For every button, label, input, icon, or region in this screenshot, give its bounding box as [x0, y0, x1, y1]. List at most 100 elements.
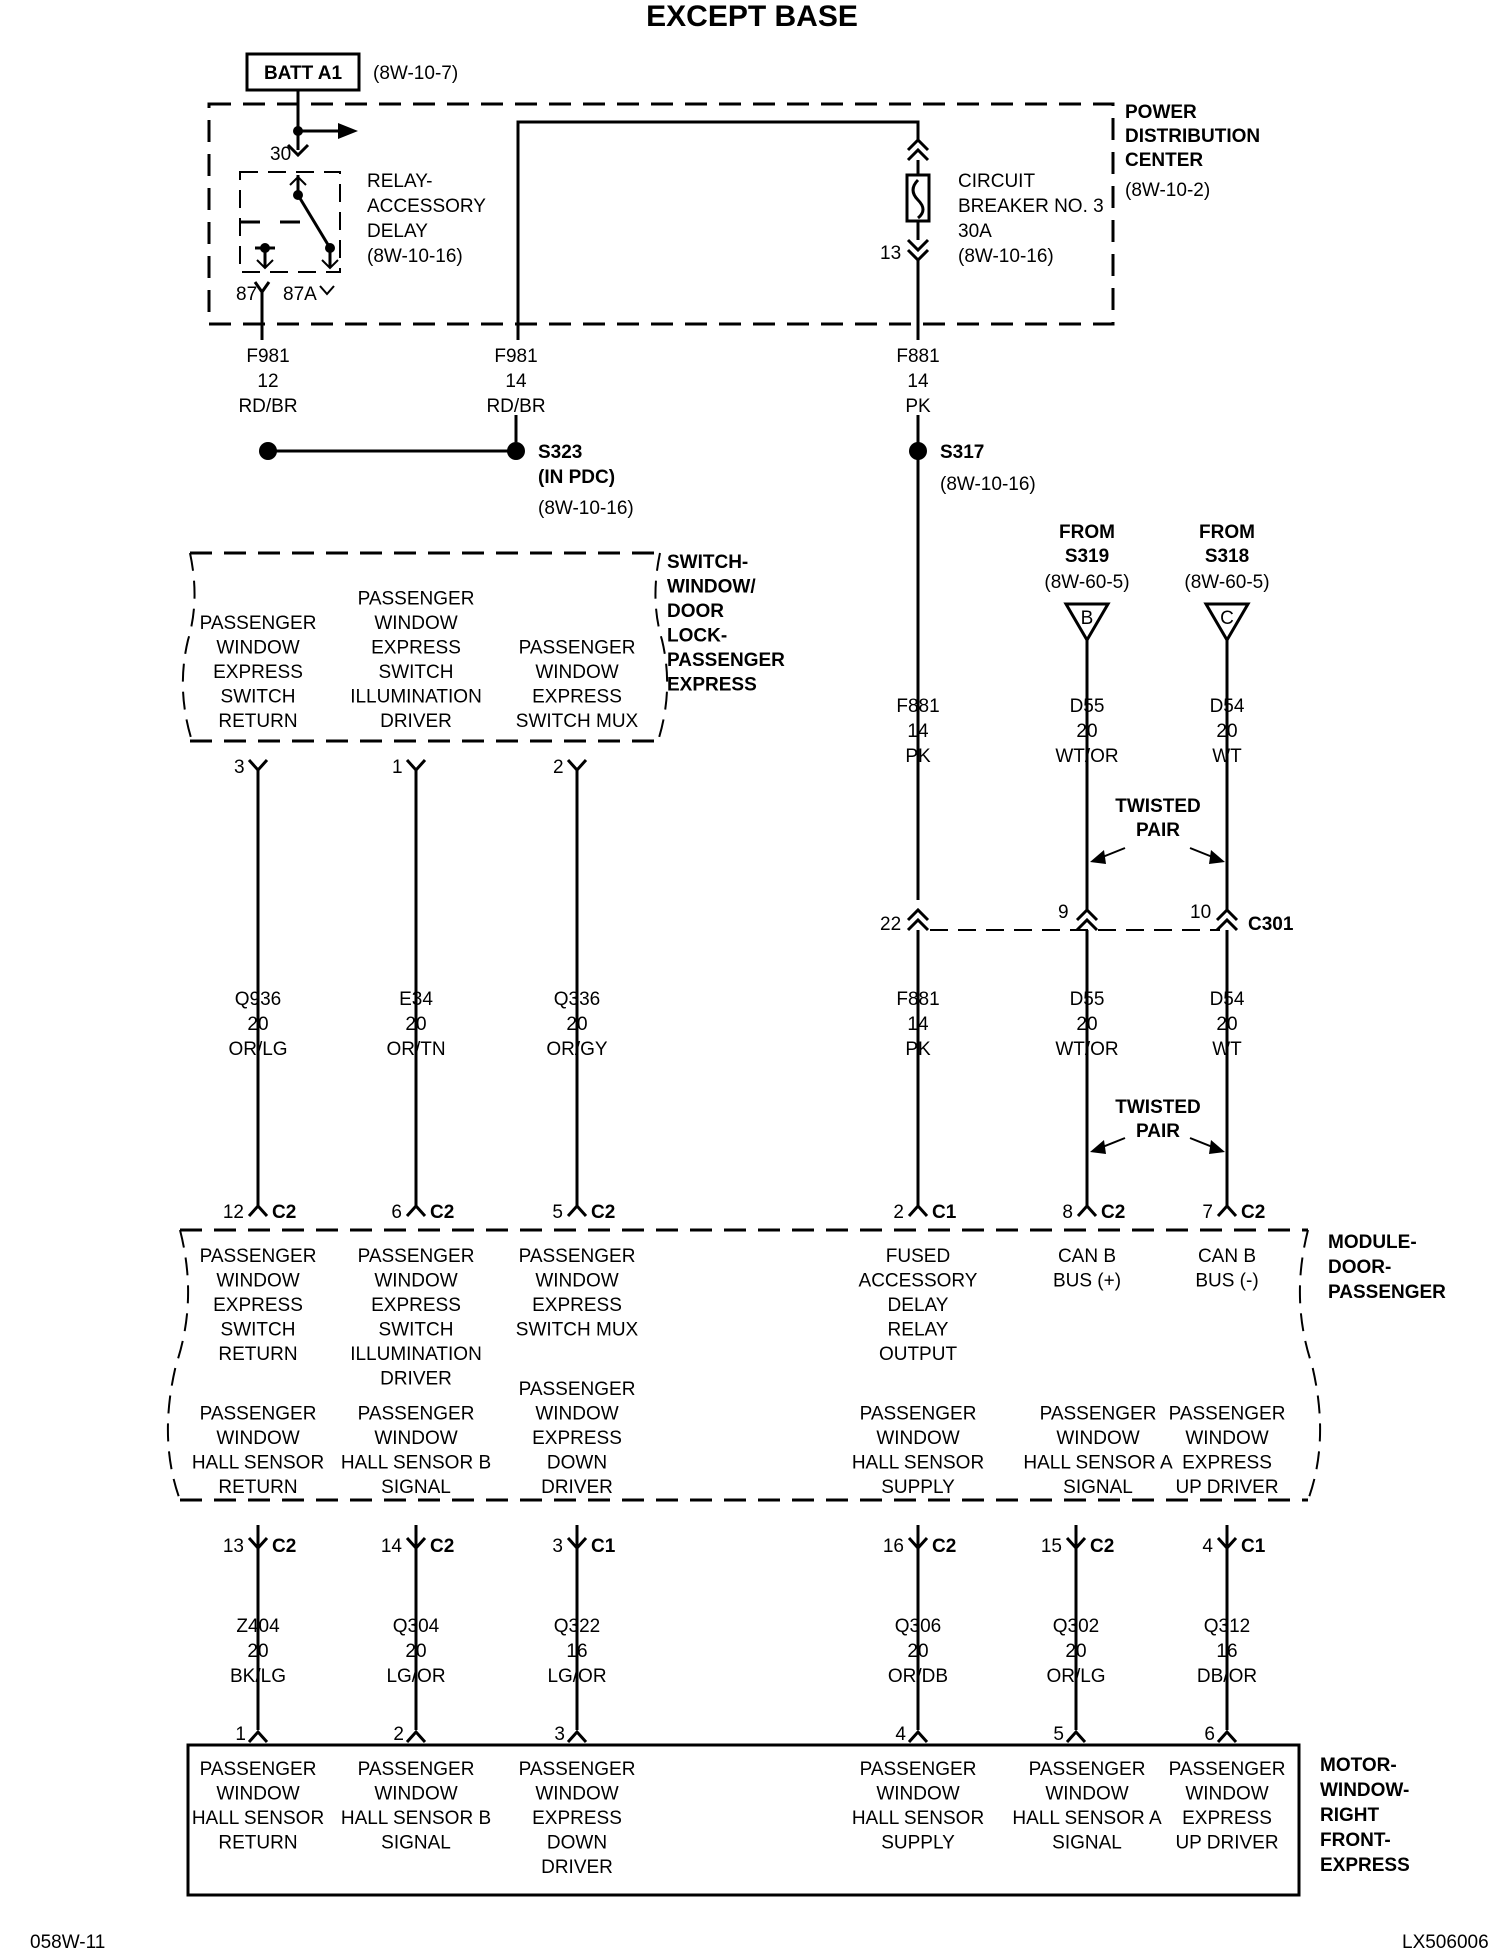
module-connector-name: C2: [591, 1202, 615, 1223]
module-connector-name: C2: [272, 1536, 296, 1557]
c301-pin-22: 22: [880, 914, 901, 935]
module-pin-label: SIGNAL: [381, 1477, 451, 1498]
motor-box: [186, 1743, 1301, 1897]
wire-label-line: Q936: [235, 989, 281, 1010]
breaker-label-line: 30A: [958, 221, 992, 242]
module-pin-label: UP DRIVER: [1175, 1477, 1278, 1498]
from-splice: S318: [1205, 546, 1249, 567]
motor-pin-label: RETURN: [218, 1833, 297, 1854]
wire-label-line: D54: [1210, 696, 1245, 717]
module-pin-number: 3: [552, 1536, 563, 1557]
pdc-label-line: CENTER: [1125, 150, 1203, 171]
pin-symbol-male: [566, 1729, 588, 1744]
module-name-line: PASSENGER: [1328, 1282, 1446, 1303]
from-label: FROM: [1199, 522, 1255, 543]
motor-pin-label: DOWN: [547, 1833, 607, 1854]
wire-label-line: RD/BR: [486, 396, 545, 417]
pin-symbol-female: [405, 758, 427, 773]
wire-label-line: 20: [1076, 1014, 1097, 1035]
twisted-pair-arrows-lower: [1090, 1137, 1225, 1154]
from-ref: (8W-60-5): [1044, 572, 1129, 593]
low-wire-labels: Z40420BK/LGQ30420LG/ORQ32216LG/ORQ30620O…: [230, 1616, 1257, 1687]
wire-label-line: PK: [905, 1039, 931, 1060]
module-pin-label: HALL SENSOR B: [341, 1453, 491, 1474]
batt-label: BATT A1: [264, 63, 343, 84]
wire-label-line: 14: [907, 371, 929, 392]
switch-cell-line: EXPRESS: [532, 687, 622, 708]
wire-label-line: 20: [247, 1641, 268, 1662]
module-connector-name: C1: [932, 1202, 957, 1223]
motor-pin-label: HALL SENSOR: [852, 1808, 984, 1829]
switch-cell-line: SWITCH: [221, 687, 296, 708]
pin-symbol-female: [247, 758, 269, 773]
module-pin-label: HALL SENSOR A: [1023, 1453, 1173, 1474]
pin-symbol-male: [907, 1203, 929, 1218]
wire-label-line: Q304: [393, 1616, 440, 1637]
splice-s323-dot: [507, 442, 525, 460]
module-pin-label: EXPRESS: [532, 1295, 622, 1316]
module-pin-label: WINDOW: [374, 1271, 457, 1292]
splice-s323-label: S323(IN PDC)(8W-10-16): [538, 442, 634, 519]
twisted-pair-line: PAIR: [1136, 820, 1180, 841]
relay-pin-87: 87: [236, 284, 257, 305]
switch-name-line: WINDOW/: [667, 577, 756, 598]
pin-symbol-female: [566, 758, 588, 773]
motor-pin-label: EXPRESS: [1182, 1808, 1272, 1829]
wire-label-line: OR/TN: [386, 1039, 445, 1060]
module-pin-label: EXPRESS: [532, 1428, 622, 1449]
from-splice: S319: [1065, 546, 1109, 567]
module-pin-label: PASSENGER: [860, 1404, 977, 1425]
module-pin-label: HALL SENSOR: [192, 1453, 324, 1474]
motor-name-line: RIGHT: [1320, 1805, 1380, 1826]
relay-pin-30: 30: [270, 144, 291, 165]
switch-to-module-wires: [256, 770, 1229, 1206]
switch-name-line: SWITCH-: [667, 552, 748, 573]
pin-symbol-male: [1216, 1729, 1238, 1744]
module-pin-label: RELAY: [888, 1320, 949, 1341]
motor-name-line: FRONT-: [1320, 1830, 1391, 1851]
wire-label-line: 20: [405, 1641, 426, 1662]
wire-label-line: Q312: [1204, 1616, 1250, 1637]
module-pin-label: SWITCH: [221, 1320, 296, 1341]
motor-pin-number: 1: [235, 1724, 246, 1745]
module-pin-number: 15: [1041, 1536, 1062, 1557]
module-pin-number: 2: [893, 1202, 904, 1223]
switch-cell-line: SWITCH MUX: [516, 711, 639, 732]
module-pin-label: PASSENGER: [1040, 1404, 1157, 1425]
wire-label-line: 20: [907, 1641, 928, 1662]
module-pin-label: PASSENGER: [519, 1379, 636, 1400]
module-pin-label: ILLUMINATION: [350, 1344, 482, 1365]
c301-pin-10: 10: [1190, 902, 1211, 923]
splice-ref: (8W-10-16): [940, 474, 1036, 495]
module-pin-number: 4: [1202, 1536, 1213, 1557]
wire-label-line: 12: [257, 371, 278, 392]
module-pin-label: DELAY: [888, 1295, 949, 1316]
module-connector-name: C2: [430, 1202, 454, 1223]
module-connector-name: C1: [591, 1536, 616, 1557]
c301-label: C301: [1248, 914, 1294, 935]
wire-label-line: WT/OR: [1055, 746, 1118, 767]
wire-label-line: 20: [247, 1014, 268, 1035]
module-box-right: [1298, 1229, 1322, 1501]
motor-pin-label: PASSENGER: [519, 1759, 636, 1780]
wire-label-line: PK: [905, 746, 931, 767]
batt-box: [245, 52, 361, 92]
motor-pin-number: 3: [554, 1724, 565, 1745]
splice-dot: [259, 442, 277, 460]
switch-cell-line: EXPRESS: [213, 662, 303, 683]
wire-label-line: 16: [1216, 1641, 1237, 1662]
switch-pin-number: 1: [392, 757, 403, 778]
module-pin-label: WINDOW: [216, 1271, 299, 1292]
switch-pin-number: 3: [234, 757, 245, 778]
wire-label-line: OR/LG: [228, 1039, 287, 1060]
module-pin-number: 12: [223, 1202, 244, 1223]
switch-cell-line: PASSENGER: [200, 613, 317, 634]
motor-pin-label: UP DRIVER: [1175, 1833, 1278, 1854]
wire-label-line: F881: [896, 989, 939, 1010]
motor-pin-label: HALL SENSOR B: [341, 1808, 491, 1829]
